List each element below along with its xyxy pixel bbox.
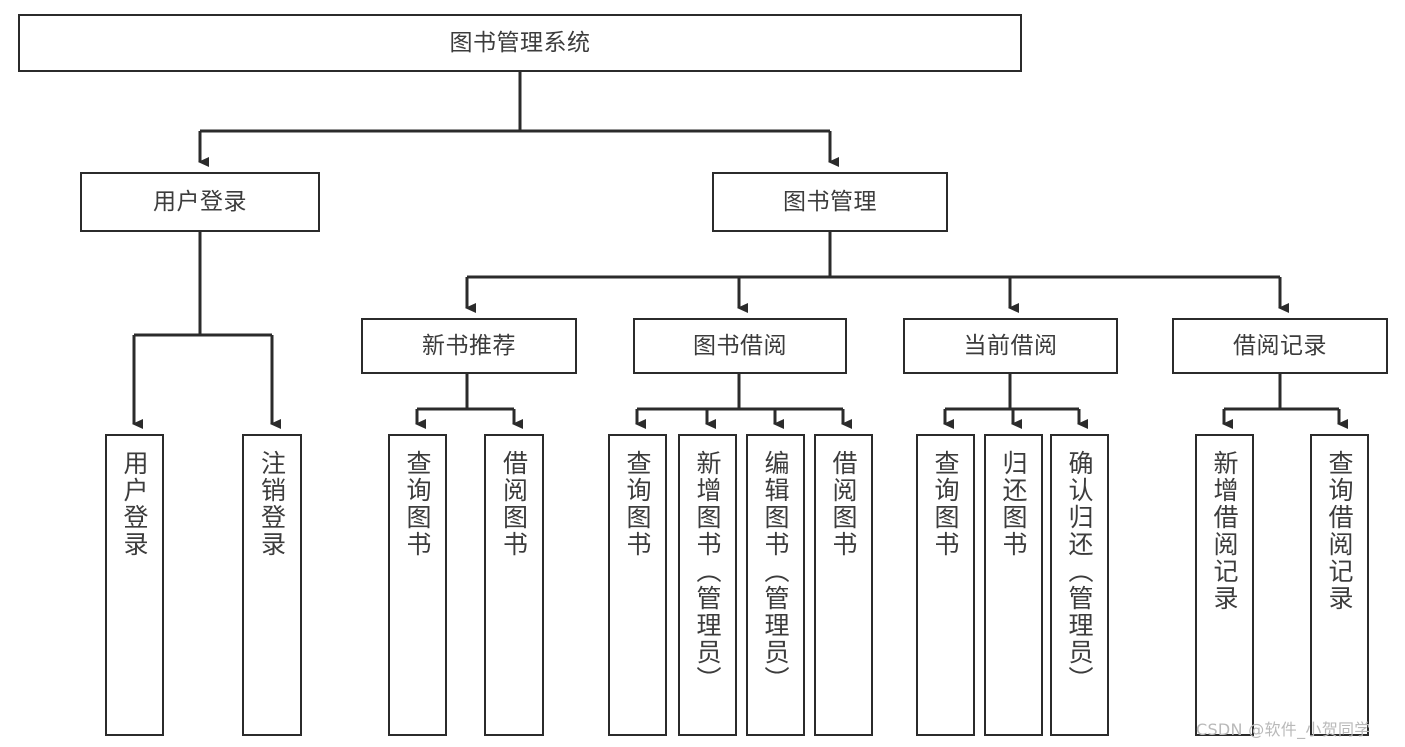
node-label: 当前借阅 (963, 332, 1058, 359)
node-label: 编辑图书（管理员） (761, 450, 790, 693)
node-label: 用户登录 (120, 450, 149, 558)
node-label: 借阅记录 (1233, 332, 1327, 359)
leaf-user-login[interactable]: 用户登录 (105, 434, 164, 736)
node-book-management[interactable]: 图书管理 (712, 172, 948, 232)
csdn-watermark: CSDN @软件_小贺同学 (1196, 720, 1371, 739)
node-borrow-record[interactable]: 借阅记录 (1172, 318, 1388, 374)
leaf-logout[interactable]: 注销登录 (242, 434, 302, 736)
node-label: 图书管理系统 (449, 29, 591, 56)
leaf-return-book[interactable]: 归还图书 (984, 434, 1043, 736)
node-label: 查询图书 (403, 450, 432, 558)
node-book-borrow[interactable]: 图书借阅 (633, 318, 847, 374)
node-label: 借阅图书 (499, 450, 529, 558)
node-label: 图书借阅 (693, 332, 787, 359)
leaf-add-book-admin[interactable]: 新增图书（管理员） (678, 434, 737, 736)
node-label: 图书管理 (783, 188, 877, 215)
node-label: 查询图书 (931, 450, 960, 558)
leaf-query-book-current[interactable]: 查询图书 (916, 434, 975, 736)
node-user-login[interactable]: 用户登录 (80, 172, 320, 232)
node-label: 确认归还（管理员） (1065, 450, 1094, 693)
leaf-confirm-return-admin[interactable]: 确认归还（管理员） (1050, 434, 1109, 736)
node-current-borrow[interactable]: 当前借阅 (903, 318, 1118, 374)
leaf-borrow-book[interactable]: 借阅图书 (814, 434, 873, 736)
node-root-book-management-system[interactable]: 图书管理系统 (18, 14, 1022, 72)
node-label: 注销登录 (257, 450, 287, 558)
leaf-add-borrow-record[interactable]: 新增借阅记录 (1195, 434, 1254, 736)
leaf-query-book-borrow[interactable]: 查询图书 (608, 434, 667, 736)
node-label: 新书推荐 (422, 332, 516, 359)
node-label: 借阅图书 (829, 450, 858, 558)
node-label: 归还图书 (999, 450, 1028, 558)
node-label: 新增借阅记录 (1210, 450, 1239, 612)
leaf-query-book-recommend[interactable]: 查询图书 (388, 434, 447, 736)
leaf-edit-book-admin[interactable]: 编辑图书（管理员） (746, 434, 805, 736)
leaf-borrow-book-recommend[interactable]: 借阅图书 (484, 434, 544, 736)
node-new-book-recommend[interactable]: 新书推荐 (361, 318, 577, 374)
node-label: 用户登录 (153, 188, 247, 215)
node-label: 查询借阅记录 (1325, 450, 1354, 612)
leaf-query-borrow-record[interactable]: 查询借阅记录 (1310, 434, 1369, 736)
node-label: 查询图书 (623, 450, 652, 558)
node-label: 新增图书（管理员） (693, 450, 722, 693)
